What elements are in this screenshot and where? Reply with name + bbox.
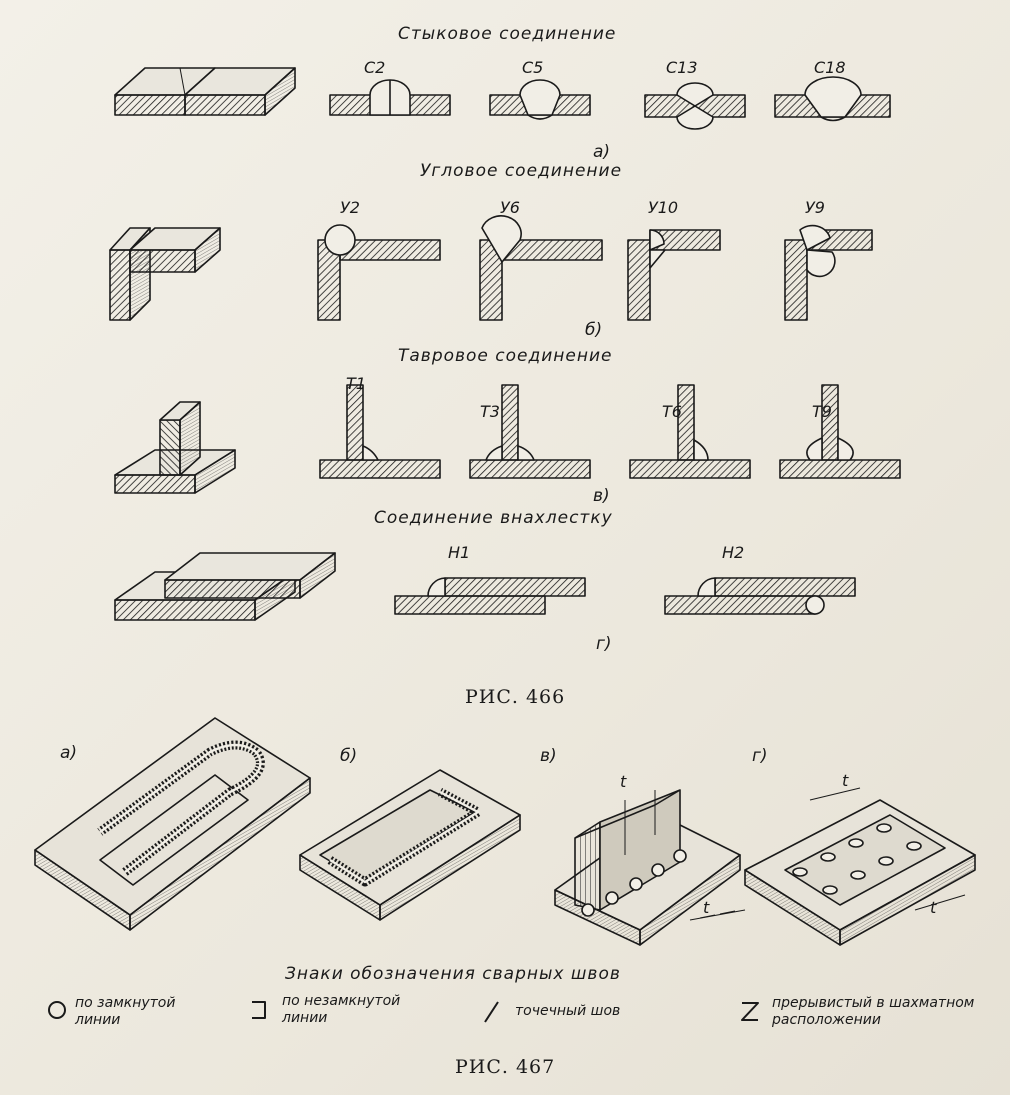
- code-y6: У6: [500, 198, 520, 217]
- butt-joint-iso: [114, 67, 296, 116]
- code-t3: Т3: [480, 402, 500, 421]
- code-t6: Т6: [662, 402, 682, 421]
- fig466-caption: РИС. 466: [465, 686, 566, 708]
- staggered-weld-symbol-icon: [741, 1002, 759, 1021]
- corner-joint-y6: [479, 215, 603, 321]
- corner-joint-iso: [109, 227, 221, 321]
- code-y10: У10: [648, 198, 679, 217]
- tee-joint-t6: [629, 384, 751, 479]
- legend-staggered: прерывистый в шахматном расположении: [772, 995, 975, 1028]
- fig467-caption: РИС. 467: [455, 1056, 556, 1078]
- butt-part-label: а): [593, 142, 611, 162]
- corner-part-label: б): [585, 320, 603, 340]
- code-h2: Н2: [722, 543, 745, 562]
- weld-closed-line-plate: [34, 717, 311, 931]
- lap-joint-h2: [664, 577, 856, 615]
- code-c2: С2: [364, 58, 386, 77]
- code-t1: Т1: [346, 374, 366, 393]
- corner-joint-y9: [784, 224, 873, 321]
- code-t9: Т9: [812, 402, 832, 421]
- dim-t-plate-top: t: [842, 771, 849, 790]
- code-c18: С18: [814, 58, 846, 77]
- tee-joint-t3: [469, 384, 591, 479]
- fig467-part-c: в): [540, 746, 557, 766]
- butt-joint-c18: [774, 76, 891, 122]
- tee-part-label: в): [593, 486, 610, 506]
- legend-spot: точечный шов: [515, 1003, 621, 1019]
- weld-open-line-plate: [299, 769, 521, 921]
- legend-open-line: по незамкнутой линии: [282, 993, 401, 1026]
- fig467-part-b: б): [340, 746, 358, 766]
- spot-weld-symbol-icon: [484, 1001, 499, 1023]
- code-c5: С5: [522, 58, 544, 77]
- corner-joint-title: Угловое соединение: [420, 161, 623, 181]
- legend-title: Знаки обозначения сварных швов: [285, 964, 621, 984]
- butt-joint-title: Стыковое соединение: [398, 24, 617, 44]
- open-line-symbol-icon: [252, 1001, 266, 1019]
- fig467-part-d: г): [752, 746, 768, 766]
- corner-joint-y10: [627, 229, 721, 321]
- butt-joint-c2: [329, 79, 451, 116]
- code-c13: С13: [666, 58, 698, 77]
- tee-joint-title: Тавровое соединение: [398, 346, 613, 366]
- closed-line-symbol-icon: [48, 1001, 66, 1019]
- tee-joint-t9: [779, 384, 901, 479]
- code-y9: У9: [805, 198, 825, 217]
- lap-joint-iso: [114, 552, 336, 621]
- dim-t-plate-bottom: t: [930, 898, 937, 917]
- dim-t-tee-top: t: [620, 772, 627, 791]
- code-y2: У2: [340, 198, 360, 217]
- code-h1: Н1: [448, 543, 471, 562]
- legend-closed-line: по замкнутой линии: [75, 995, 176, 1028]
- fig467-part-a: а): [60, 743, 78, 763]
- dim-t-tee-bottom: t: [703, 898, 710, 917]
- lap-joint-title: Соединение внахлестку: [374, 508, 613, 528]
- tee-joint-t1: [319, 384, 441, 479]
- weld-spot-tee: [554, 789, 746, 946]
- corner-joint-y2: [317, 224, 441, 321]
- lap-part-label: г): [596, 634, 612, 654]
- tee-joint-iso: [114, 401, 236, 494]
- butt-joint-c5: [489, 79, 591, 120]
- lap-joint-h1: [394, 577, 586, 615]
- butt-joint-c13: [644, 82, 746, 130]
- weld-staggered-plate: [744, 787, 976, 946]
